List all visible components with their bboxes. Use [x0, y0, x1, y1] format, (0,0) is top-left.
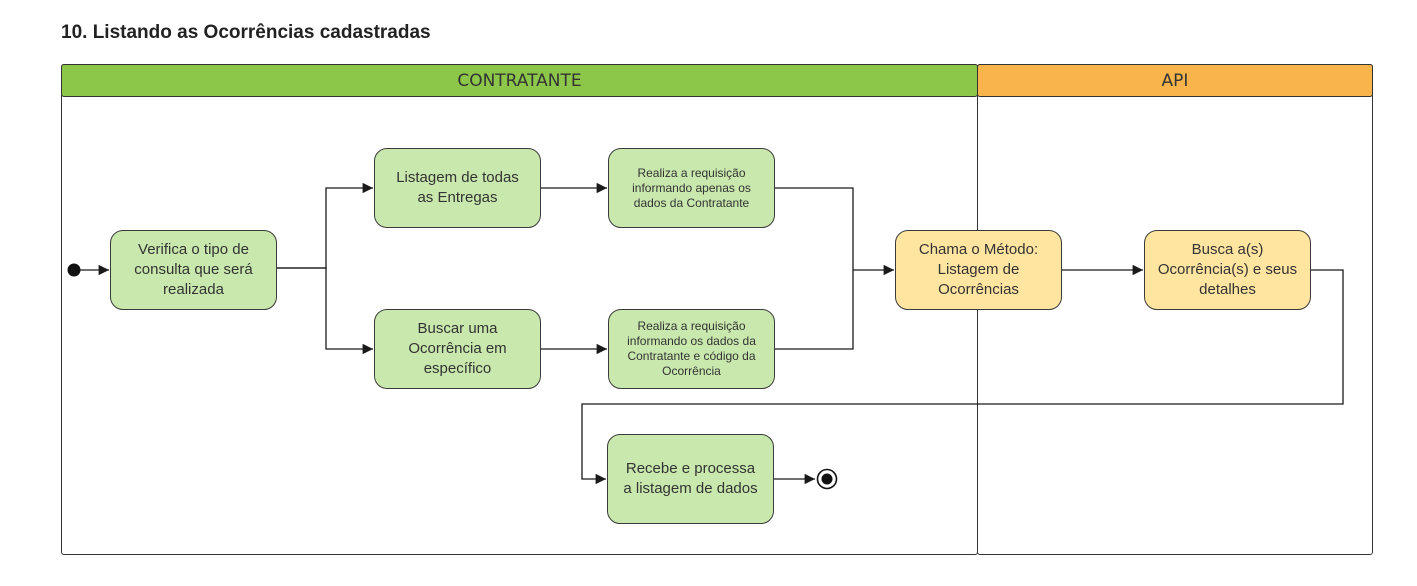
page-title: 10. Listando as Ocorrências cadastradas — [61, 22, 431, 43]
edge-busca-recebe — [581, 269, 1344, 485]
node-listagem-entregas: Listagem de todas as Entregas — [374, 148, 541, 228]
lane-label-api: API — [1161, 70, 1189, 91]
lane-header-contratante: CONTRATANTE — [61, 64, 978, 97]
node-requisicao-contratante: Realiza a requisição informando apenas o… — [608, 148, 775, 228]
edge-verifica-listagem — [277, 182, 373, 269]
lane-label-contratante: CONTRATANTE — [457, 70, 582, 91]
node-requisicao-codigo: Realiza a requisição informando os dados… — [608, 309, 775, 389]
start-node — [67, 263, 81, 277]
end-node-inner — [821, 473, 833, 485]
node-busca-ocorrencias: Busca a(s) Ocorrência(s) e seus detalhes — [1144, 230, 1311, 310]
node-recebe-processa: Recebe e processa a listagem de dados — [607, 434, 774, 524]
lane-header-api: API — [977, 64, 1373, 97]
node-buscar-ocorrencia: Buscar uma Ocorrência em específico — [374, 309, 541, 389]
edge-requisicao-chama-top — [774, 187, 894, 276]
edge-requisicao-chama-bottom — [774, 270, 854, 350]
node-chama-metodo: Chama o Método: Listagem de Ocorrências — [895, 230, 1062, 310]
node-verifica-tipo-consulta: Verifica o tipo de consulta que será rea… — [110, 230, 277, 310]
edge-verifica-buscar — [277, 267, 373, 355]
